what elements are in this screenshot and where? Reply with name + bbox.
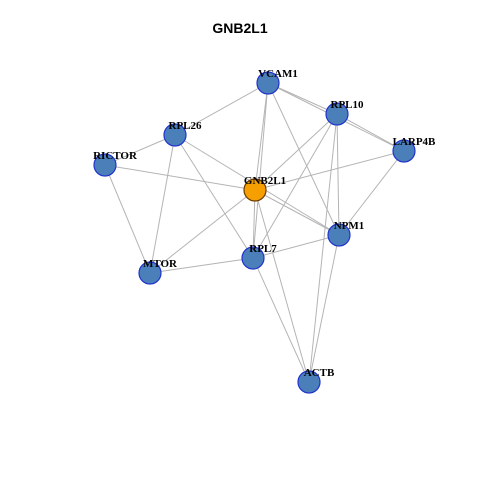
node-label-npm1: NPM1 <box>334 220 365 232</box>
node-label-gnb2l1: GNB2L1 <box>244 175 286 187</box>
edge-npm1-rpl7 <box>252 234 340 259</box>
edge-rpl10-gnb2l1 <box>254 113 338 191</box>
node-rpl7 <box>241 246 265 270</box>
edge-vcam1-rpl26 <box>174 82 269 136</box>
node-rpl10 <box>325 102 349 126</box>
node-label-rpl7: RPL7 <box>249 243 277 255</box>
edge-rpl26-rpl7 <box>174 134 254 259</box>
edge-npm1-actb <box>308 234 340 383</box>
node-mtor <box>138 261 162 285</box>
edge-vcam1-gnb2l1 <box>254 82 269 191</box>
edge-rpl26-mtor <box>149 134 176 274</box>
node-label-actb: ACTB <box>304 367 335 379</box>
figure-title: GNB2L1 <box>212 20 268 36</box>
node-label-rpl10: RPL10 <box>331 99 365 111</box>
edge-gnb2l1-mtor <box>149 189 256 274</box>
node-npm1 <box>327 223 351 247</box>
edge-larp4b-npm1 <box>338 150 405 236</box>
node-rpl26 <box>163 123 187 147</box>
edge-layer <box>104 82 405 383</box>
node-rictor <box>93 153 117 177</box>
edge-vcam1-rpl7 <box>252 82 269 259</box>
node-label-rpl26: RPL26 <box>169 120 203 132</box>
node-larp4b <box>392 139 416 163</box>
edge-rpl10-actb <box>308 113 338 383</box>
edge-vcam1-npm1 <box>267 82 340 236</box>
edge-rpl7-actb <box>252 257 310 383</box>
edge-rpl10-npm1 <box>336 113 340 236</box>
node-actb <box>297 370 321 394</box>
node-label-mtor: MTOR <box>143 258 178 270</box>
edge-rpl26-rictor <box>104 134 176 166</box>
node-vcam1 <box>256 71 280 95</box>
edge-vcam1-rpl10 <box>267 82 338 115</box>
edge-rictor-gnb2l1 <box>104 164 256 191</box>
node-gnb2l1 <box>243 178 267 202</box>
edge-gnb2l1-actb <box>254 189 310 383</box>
edge-gnb2l1-npm1 <box>254 189 340 236</box>
edge-rpl7-mtor <box>149 257 254 274</box>
node-label-vcam1: VCAM1 <box>258 68 298 80</box>
node-label-larp4b: LARP4B <box>393 136 436 148</box>
node-label-rictor: RICTOR <box>93 150 138 162</box>
edge-larp4b-gnb2l1 <box>254 150 405 191</box>
edge-rpl10-larp4b <box>336 113 405 152</box>
edge-rictor-mtor <box>104 164 151 274</box>
